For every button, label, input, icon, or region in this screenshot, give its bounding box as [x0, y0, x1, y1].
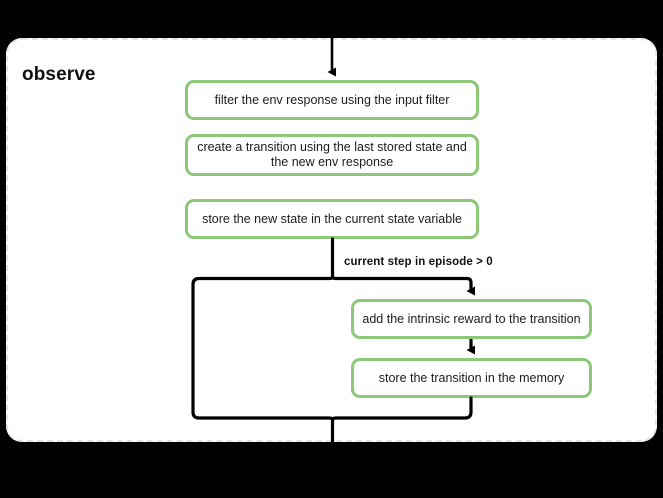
edge-label-current-step-condition: current step in episode > 0 [344, 256, 493, 268]
node-filter-env-response[interactable]: filter the env response using the input … [185, 80, 479, 120]
node-store-transition-memory[interactable]: store the transition in the memory [351, 358, 592, 398]
node-add-intrinsic-reward[interactable]: add the intrinsic reward to the transiti… [351, 299, 592, 339]
node-create-transition[interactable]: create a transition using the last store… [185, 134, 479, 176]
group-title-observe: observe [22, 64, 96, 85]
node-store-new-state[interactable]: store the new state in the current state… [185, 199, 479, 239]
